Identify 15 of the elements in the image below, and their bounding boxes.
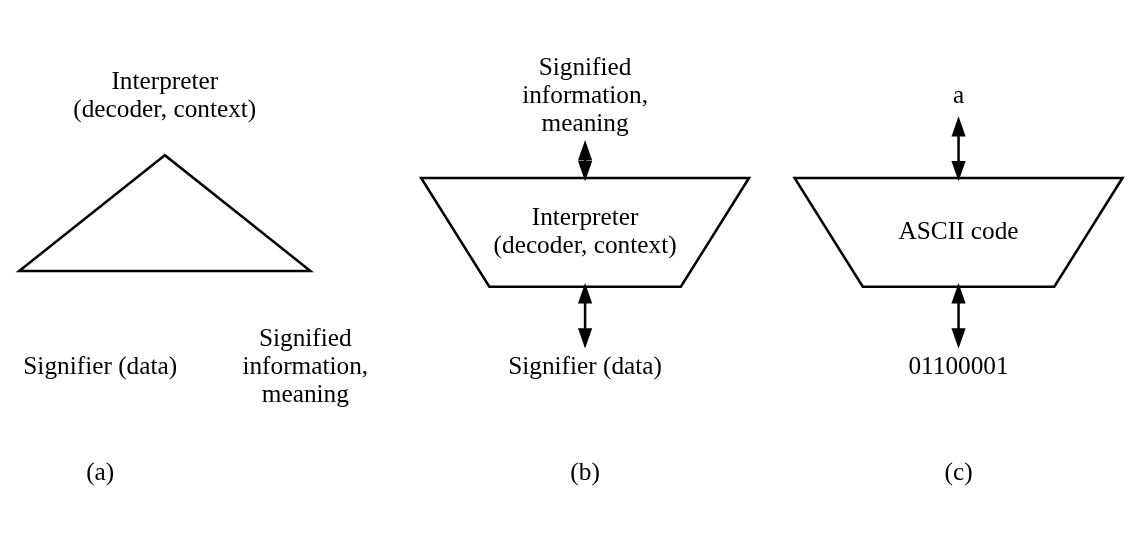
node-triangle [15,153,314,272]
arrow [951,282,966,349]
node-text: 01100001 [908,350,1009,379]
label: (a) [86,456,115,485]
node-text: Signifier (data) [508,350,663,379]
arrow [578,139,593,181]
node-label: Signifier (data) [23,350,178,379]
label: (b) [570,456,600,485]
label: (c) [944,456,973,485]
arrow [578,282,593,349]
node-label: Signified information, meaning [242,322,369,407]
node-text: a [952,79,965,108]
node-text: Signified information, meaning [522,51,648,136]
node-label: Interpreter (decoder, context) [73,65,257,122]
arrow [951,115,966,181]
